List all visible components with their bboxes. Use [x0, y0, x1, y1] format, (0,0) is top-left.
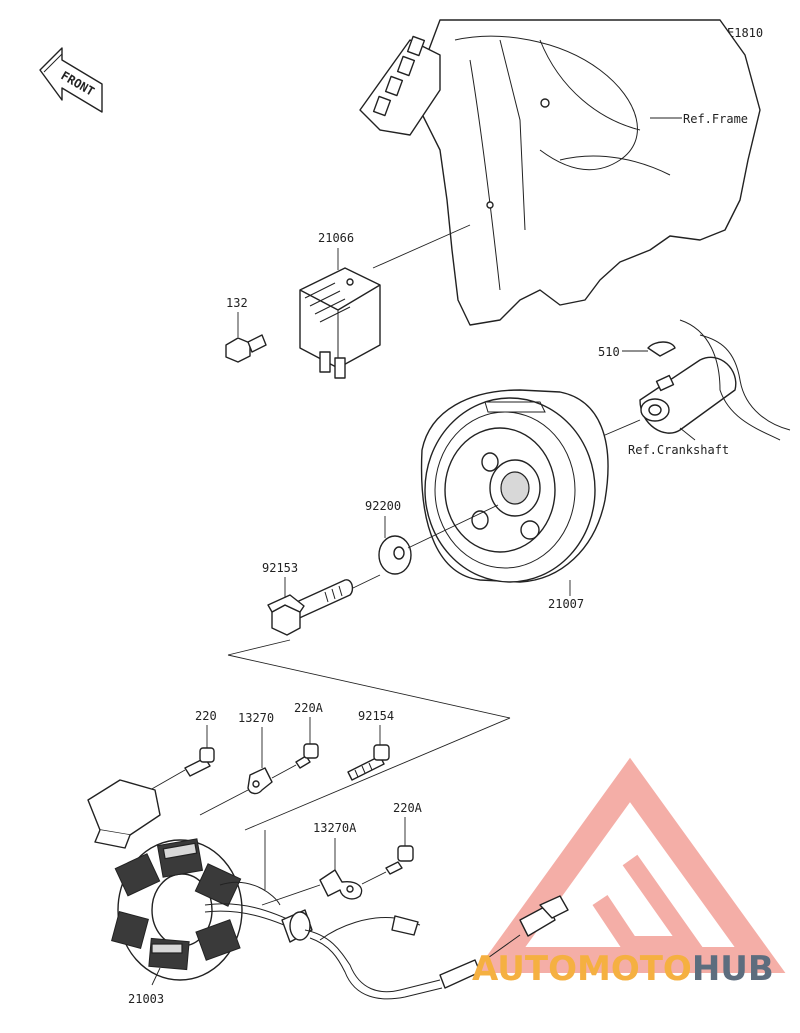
flywheel-rotor	[420, 389, 609, 583]
part-92154-label: 92154	[358, 709, 394, 723]
watermark-hub: HUB	[692, 949, 774, 989]
bolt-132	[225, 334, 267, 363]
part-13270-label: 13270	[238, 711, 274, 725]
ref-frame-label: Ref.Frame	[683, 112, 748, 126]
regulator-rectifier	[299, 267, 381, 379]
part-21066-label: 21066	[318, 231, 354, 245]
svg-text:AUTOMOTOHUB: AUTOMOTOHUB	[472, 949, 774, 989]
part-13270a-label: 13270A	[313, 821, 357, 835]
frame-assembly	[359, 19, 761, 326]
part-21003-label: 21003	[128, 992, 164, 1006]
part-510-label: 510	[598, 345, 620, 359]
part-92200-label: 92200	[365, 499, 401, 513]
washer-92200	[378, 535, 412, 575]
screw-220	[184, 747, 215, 777]
clamp-13270a	[319, 869, 363, 900]
screw-220a-lower	[385, 845, 414, 875]
screw-220a-top	[295, 743, 319, 769]
part-21007-label: 21007	[548, 597, 584, 611]
bolt-92153	[267, 579, 354, 636]
part-220-label: 220	[195, 709, 217, 723]
front-arrow-icon: FRONT	[39, 47, 103, 113]
diagram-code: E1810	[727, 26, 763, 40]
ref-crankshaft-label: Ref.Crankshaft	[628, 443, 729, 457]
crankshaft	[639, 319, 791, 441]
bolt-92154	[347, 744, 390, 781]
watermark-moto: MOTO	[577, 949, 692, 989]
part-92153-label: 92153	[262, 561, 298, 575]
part-220a-top-label: 220A	[294, 701, 324, 715]
part-132-label: 132	[226, 296, 248, 310]
watermark-text: AUTOMOTOHUB	[472, 949, 774, 989]
stator-coil	[87, 779, 569, 1000]
key-510	[647, 341, 676, 357]
watermark-logo-icon	[474, 757, 786, 973]
clamp-13270	[247, 767, 273, 795]
watermark-auto: AUTO	[472, 949, 577, 989]
part-220a-lower-label: 220A	[393, 801, 423, 815]
